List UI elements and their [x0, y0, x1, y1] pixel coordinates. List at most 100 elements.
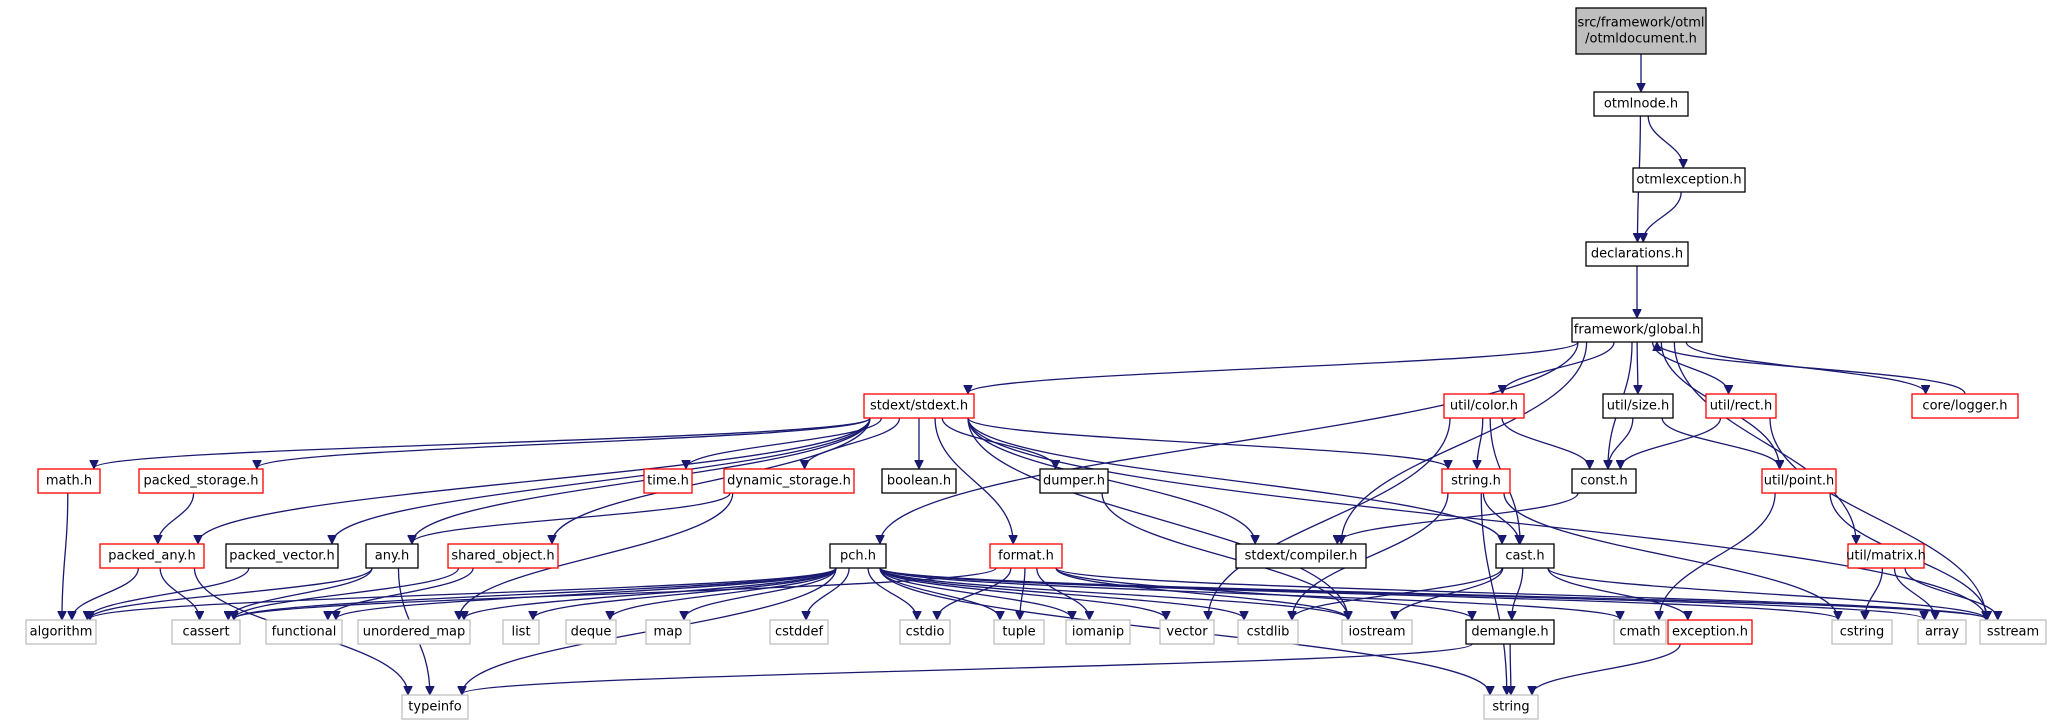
node-format[interactable]: format.h: [989, 543, 1063, 569]
node-rect[interactable]: util/rect.h: [1705, 393, 1777, 419]
node-label: time.h: [647, 474, 689, 489]
node-cast[interactable]: cast.h: [1495, 543, 1555, 569]
edge-packed-any-to-cassert: [159, 567, 199, 619]
node-otmlnode[interactable]: otmlnode.h: [1593, 91, 1689, 117]
node-label: format.h: [998, 549, 1054, 564]
edge-dynamic-storage-to-unordered-map: [459, 492, 734, 619]
edge-dynamic-storage-to-any: [412, 492, 731, 543]
node-typeinfo: typeinfo: [401, 694, 469, 720]
edge-stdext-to-format: [934, 417, 1013, 543]
node-box: [1613, 619, 1667, 645]
node-packed-storage[interactable]: packed_storage.h: [138, 468, 264, 494]
node-box: [365, 543, 419, 569]
node-box: [1483, 694, 1539, 720]
node-box: [989, 543, 1063, 569]
edge-stdext-to-cast: [967, 417, 1502, 543]
edge-stdext-to-dynamic-storage: [805, 417, 901, 468]
edge-stdext-to-packed-storage: [257, 417, 871, 468]
node-color[interactable]: util/color.h: [1443, 393, 1525, 419]
edge-stringh-to-cstring: [1503, 492, 1838, 619]
node-label: framework/global.h: [1574, 323, 1700, 338]
node-box: [1911, 393, 2019, 419]
node-stdext[interactable]: stdext/stdext.h: [863, 393, 975, 419]
edge-matrix-to-array: [1893, 567, 1935, 619]
node-global[interactable]: framework/global.h: [1571, 317, 1703, 343]
edge-stdext-to-any: [412, 417, 871, 543]
node-box: [1761, 468, 1837, 494]
edge-layer: [62, 54, 1998, 694]
node-exception[interactable]: exception.h: [1667, 619, 1753, 645]
node-logger[interactable]: core/logger.h: [1911, 393, 2019, 419]
node-boolean[interactable]: boolean.h: [881, 468, 957, 494]
node-const[interactable]: const.h: [1571, 468, 1637, 494]
node-label: src/framework/otml: [1577, 16, 1704, 31]
node-label: cast.h: [1505, 549, 1544, 564]
node-otmlexception[interactable]: otmlexception.h: [1632, 167, 1746, 193]
edge-stringh-to-cast: [1482, 492, 1519, 543]
node-packed-any[interactable]: packed_any.h: [99, 543, 205, 569]
node-box: [1341, 619, 1413, 645]
node-stringh[interactable]: string.h: [1441, 468, 1511, 494]
node-dynamic-storage[interactable]: dynamic_storage.h: [723, 468, 855, 494]
edge-cast-to-demangle: [1512, 567, 1524, 619]
node-box: [643, 468, 693, 494]
node-matrix[interactable]: util/matrix.h: [1846, 543, 1926, 569]
edge-pch-to-sstream: [879, 567, 1986, 619]
node-any[interactable]: any.h: [365, 543, 419, 569]
edge-stdext-to-time: [686, 417, 882, 468]
node-box: [1571, 317, 1703, 343]
edge-pch-to-iomanip: [879, 567, 1072, 619]
edge-matrix-to-sstream: [1904, 567, 1998, 619]
edge-cast-to-sstream: [1547, 567, 1986, 619]
node-point[interactable]: util/point.h: [1761, 468, 1837, 494]
node-box: [829, 543, 887, 569]
node-pch[interactable]: pch.h: [829, 543, 887, 569]
node-compiler[interactable]: stdext/compiler.h: [1235, 543, 1367, 569]
node-label: exception.h: [1672, 625, 1748, 640]
node-list: list: [502, 619, 540, 645]
node-box: [265, 619, 343, 645]
node-label: cstdio: [906, 625, 945, 640]
node-label: packed_any.h: [108, 549, 196, 564]
edge-pch-to-cassert: [234, 567, 837, 619]
node-box: [37, 468, 101, 494]
node-demangle[interactable]: demangle.h: [1465, 619, 1555, 645]
node-label: string.h: [1451, 474, 1501, 489]
node-iomanip: iomanip: [1065, 619, 1131, 645]
edge-global-to-stdext: [968, 341, 1579, 393]
node-label: declarations.h: [1591, 247, 1683, 262]
node-box: [645, 619, 691, 645]
node-root[interactable]: src/framework/otml/otmldocument.h: [1575, 7, 1707, 55]
node-box: [863, 393, 975, 419]
node-label: math.h: [46, 474, 92, 489]
node-time[interactable]: time.h: [643, 468, 693, 494]
node-box: [1979, 619, 2047, 645]
edge-exception-to-string: [1532, 643, 1681, 694]
node-dumper[interactable]: dumper.h: [1039, 468, 1109, 494]
edge-stringh-to-cstdlib: [1292, 492, 1449, 619]
edge-stdext-to-dumper: [941, 417, 1055, 468]
node-label: cmath: [1619, 625, 1660, 640]
edge-pch-to-functional: [336, 567, 837, 619]
node-box: [1441, 468, 1511, 494]
node-shared-object[interactable]: shared_object.h: [447, 543, 559, 569]
edge-pch-to-iostream: [879, 567, 1348, 619]
node-box: [138, 468, 264, 494]
edge-pch-to-cstddef: [806, 567, 850, 619]
node-box: [1443, 393, 1525, 419]
edge-pch-to-tuple: [879, 567, 1000, 619]
node-vector: vector: [1159, 619, 1215, 645]
node-box: [993, 619, 1045, 645]
edge-format-to-tuple: [1020, 567, 1026, 619]
node-packed-vector[interactable]: packed_vector.h: [225, 543, 339, 569]
node-label: algorithm: [30, 625, 93, 640]
node-size[interactable]: util/size.h: [1602, 393, 1674, 419]
node-math[interactable]: math.h: [37, 468, 101, 494]
node-cmath: cmath: [1613, 619, 1667, 645]
node-declarations[interactable]: declarations.h: [1585, 241, 1689, 267]
node-array: array: [1917, 619, 1967, 645]
edge-logger-to-global: [1657, 343, 1966, 395]
node-box: [447, 543, 559, 569]
node-box: [1632, 167, 1746, 193]
node-box: [1593, 91, 1689, 117]
